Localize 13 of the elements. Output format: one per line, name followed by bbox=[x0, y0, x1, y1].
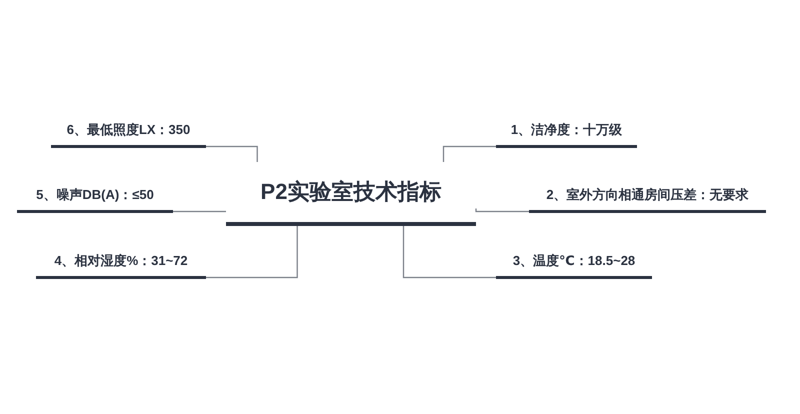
connector-line bbox=[475, 208, 529, 212]
branch-label: 4、相对湿度%：31~72 bbox=[36, 245, 206, 279]
branch-label: 6、最低照度LX：350 bbox=[51, 114, 206, 148]
branch-label: 2、室外方向相通房间压差：无要求 bbox=[529, 179, 766, 213]
connector-line bbox=[402, 226, 496, 278]
connector-line bbox=[206, 226, 298, 278]
connector-line bbox=[442, 146, 496, 162]
title-box: P2实验室技术指标 bbox=[226, 162, 476, 226]
connector-line bbox=[173, 210, 227, 212]
connector-line bbox=[206, 146, 258, 162]
branch-label: 1、洁净度：十万级 bbox=[496, 114, 637, 148]
branch-label: 5、噪声DB(A)：≤50 bbox=[17, 179, 173, 213]
branch-label: 3、温度℃：18.5~28 bbox=[496, 245, 652, 279]
